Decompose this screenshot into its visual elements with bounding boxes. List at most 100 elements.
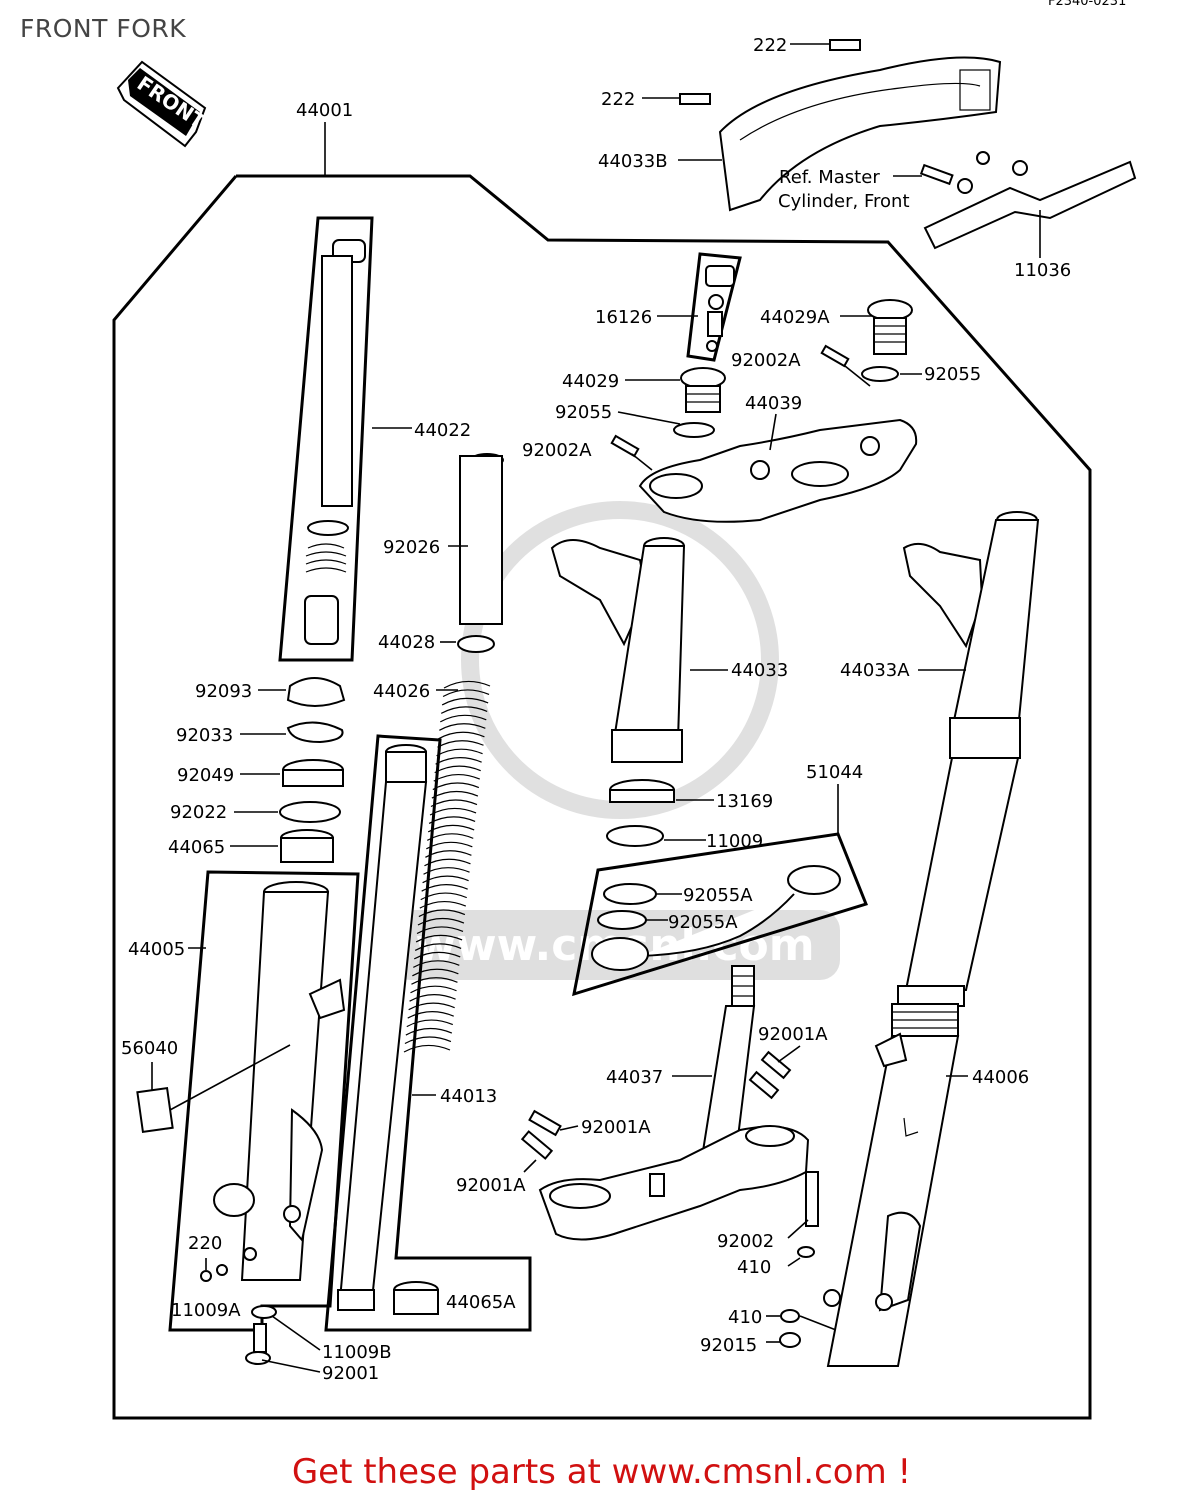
callout-44033A: 44033A	[840, 660, 910, 681]
page-title: FRONT FORK	[20, 14, 187, 43]
callout-44022: 44022	[414, 420, 471, 441]
oring-92055-a	[861, 366, 899, 382]
callout-92001: 92001	[322, 1363, 379, 1384]
callout-44065: 44065	[168, 837, 225, 858]
gasket-11009A	[216, 1264, 228, 1276]
bolt-92001A-b	[528, 1109, 562, 1137]
brake-pipe-51044	[591, 865, 841, 971]
damper-rod-44013	[337, 744, 428, 1311]
callout-44037: 44037	[606, 1067, 663, 1088]
callout-92055A-b: 92055A	[668, 912, 738, 933]
callout-222-b: 222	[601, 89, 635, 110]
washer-410-a	[797, 1246, 815, 1258]
reflector-56040	[136, 1086, 174, 1134]
callout-51044: 51044	[806, 762, 863, 783]
callout-44065A: 44065A	[446, 1292, 516, 1313]
right-outer-tube-44006	[823, 985, 965, 1367]
callout-92015: 92015	[700, 1335, 757, 1356]
callout-44028: 44028	[378, 632, 435, 653]
front-arrow-icon: FRONT	[116, 60, 210, 148]
cap-bolt-box	[686, 252, 742, 362]
bolt-222-a	[790, 39, 861, 51]
callout-44029: 44029	[562, 371, 619, 392]
washer-44028	[457, 635, 495, 653]
callout-44005: 44005	[128, 939, 185, 960]
oring-92055-b	[673, 422, 715, 438]
callout-92001A-c: 92001A	[456, 1175, 526, 1196]
callout-44033B: 44033B	[598, 151, 668, 172]
ring-13169	[609, 779, 675, 803]
callout-92055-a: 92055	[924, 364, 981, 385]
callout-16126: 16126	[595, 307, 652, 328]
bushing-44065	[280, 829, 334, 863]
callout-92055A-a: 92055A	[683, 885, 753, 906]
callout-92002A-a: 92002A	[731, 350, 801, 371]
inner-tube-box	[324, 734, 532, 1332]
bushing-44065A	[393, 1281, 439, 1315]
washer-92022	[279, 801, 341, 823]
callout-11009: 11009	[706, 831, 763, 852]
figure-code: F2340-0231	[1048, 0, 1127, 9]
callout-44013: 44013	[440, 1086, 497, 1107]
bolt-92001A-c	[520, 1130, 554, 1160]
callout-44029A: 44029A	[760, 307, 830, 328]
callout-92002A-b: 92002A	[522, 440, 592, 461]
callout-11009B: 11009B	[322, 1342, 392, 1363]
right-fork-44033A	[902, 511, 1040, 991]
bolt-92002	[805, 1171, 819, 1227]
bolt-92002A-b	[610, 434, 653, 471]
fork-cover-44033	[550, 537, 686, 763]
callout-44033: 44033	[731, 660, 788, 681]
ref-master-line2: Cylinder, Front	[778, 191, 910, 212]
oring-11009	[606, 825, 664, 847]
exploded-view: www.cmsnl.com FRONT	[112, 35, 1137, 1420]
callout-92026: 92026	[383, 537, 440, 558]
callout-11009A: 11009A	[171, 1300, 241, 1321]
cap-bolt-16126	[705, 265, 735, 352]
bolt-92001A-a	[748, 1050, 792, 1100]
callout-92033: 92033	[176, 725, 233, 746]
callout-44006: 44006	[972, 1067, 1029, 1088]
outer-tube-44005	[213, 881, 346, 1281]
callout-13169: 13169	[716, 791, 773, 812]
bracket-11036	[919, 151, 1137, 250]
fork-tube-44022	[304, 239, 366, 645]
steering-stem-44037	[538, 965, 810, 1241]
nut-92015	[779, 1332, 801, 1348]
circlip-92033	[286, 721, 344, 744]
callout-410-a: 410	[737, 1257, 771, 1278]
callout-92022: 92022	[170, 802, 227, 823]
footer-link[interactable]: Get these parts at www.cmsnl.com !	[291, 1452, 912, 1492]
gasket-11009B	[251, 1305, 277, 1319]
callout-92001A-a: 92001A	[758, 1024, 828, 1045]
fork-spring-44026	[403, 680, 491, 1053]
ref-master-line1: Ref. Master	[779, 167, 880, 188]
oring-92055A-a	[603, 883, 657, 905]
callout-220: 220	[188, 1233, 222, 1254]
oring-92055A-b	[597, 910, 647, 930]
callout-56040: 56040	[121, 1038, 178, 1059]
callout-92001A-b: 92001A	[581, 1117, 651, 1138]
callout-44001: 44001	[296, 100, 353, 121]
bolt-92002A-a	[820, 344, 871, 387]
cap-bolt-44029	[680, 367, 726, 413]
bolt-222-b	[642, 93, 711, 105]
upper-bracket-44039	[638, 418, 918, 523]
seal-92093	[286, 677, 346, 707]
cap-bolt-44029A	[867, 299, 913, 355]
fork-tube-box	[278, 216, 374, 662]
callout-92049: 92049	[177, 765, 234, 786]
callout-44026: 44026	[373, 681, 430, 702]
spacer-92026	[459, 453, 504, 625]
callout-222-a: 222	[753, 35, 787, 56]
callout-11036: 11036	[1014, 260, 1071, 281]
callout-44039: 44039	[745, 393, 802, 414]
callout-410-b: 410	[728, 1307, 762, 1328]
callout-92093: 92093	[195, 681, 252, 702]
main-assembly-outline	[112, 174, 1092, 1420]
handlebar-holder-44033B	[718, 56, 1002, 212]
callout-92002: 92002	[717, 1231, 774, 1252]
brake-pipe-box	[572, 832, 868, 997]
washer-410-b	[780, 1309, 800, 1323]
